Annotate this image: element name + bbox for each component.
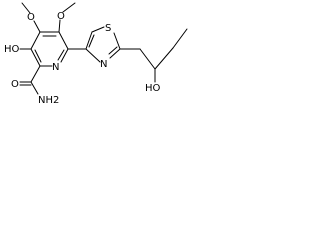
bond: [154, 47, 174, 70]
atom-ho-right: HO: [145, 83, 161, 94]
bond: [109, 48, 121, 59]
bond: [91, 26, 105, 33]
bond: [172, 28, 188, 49]
double-bond: [88, 34, 95, 48]
molecule-svg: HO O O N S N O NH2 HO: [4, 2, 188, 106]
pyridine-ring: [30, 31, 69, 67]
hydroxypentyl-chain: [119, 28, 188, 83]
structure-diagram: HO O O N S N O NH2 HO: [0, 0, 196, 114]
atom-o-methoxy-2: O: [57, 11, 65, 22]
bond: [21, 2, 31, 14]
carboxamide-group: [19, 65, 41, 95]
atom-o-amide: O: [11, 79, 19, 90]
atom-o-methoxy-1: O: [27, 12, 35, 23]
bond: [33, 20, 41, 33]
atom-ho-left: HO: [4, 44, 20, 55]
bond: [60, 48, 69, 63]
bond: [85, 48, 101, 63]
atom-n-pyridine: N: [52, 62, 59, 73]
bond: [30, 48, 41, 67]
bond: [85, 31, 93, 50]
bond: [30, 81, 39, 95]
bond: [139, 48, 156, 70]
atom-s-thiazole: S: [105, 23, 111, 34]
thiazole-ring: [85, 26, 121, 63]
double-bond: [34, 49, 42, 63]
double-bond: [57, 49, 65, 61]
atom-n-thiazole: N: [100, 59, 107, 70]
bond: [30, 65, 41, 83]
bond: [30, 31, 41, 50]
bond: [62, 2, 76, 13]
bond: [113, 32, 121, 50]
methoxy-groups: [21, 2, 76, 33]
double-bond: [108, 46, 118, 55]
bond: [58, 19, 61, 33]
atom-nh2-amide: NH2: [38, 95, 59, 106]
bond: [58, 31, 69, 50]
